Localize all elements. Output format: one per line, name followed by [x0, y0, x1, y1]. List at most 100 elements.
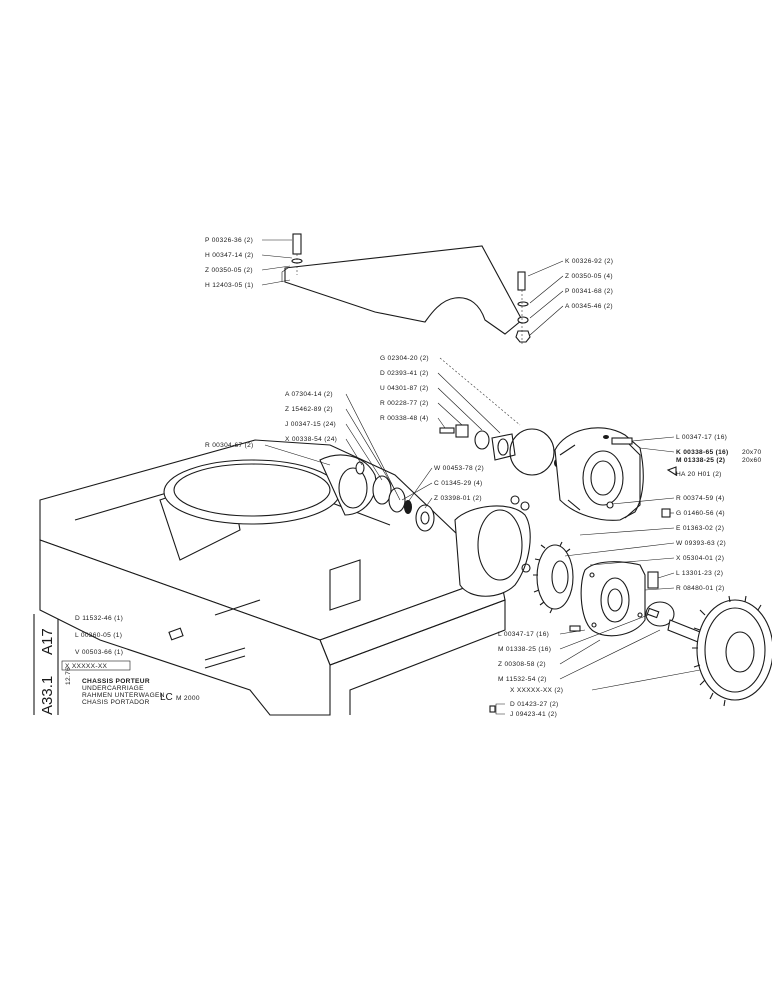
track-frame-bore: [477, 509, 523, 581]
small-washer: [474, 430, 490, 450]
label-cover-left-2: Z 00350-05 (2): [205, 267, 253, 274]
cover-plate-edge: [281, 267, 289, 282]
label-cover-right-1: Z 00350-05 (4): [565, 273, 613, 280]
spline-coupler: [491, 433, 516, 461]
label-bottom-mid-0: L 00347-17 (16): [498, 631, 549, 638]
label-right-mid-1: G 01460-56 (4): [676, 510, 725, 517]
washer-right-1: [517, 301, 529, 307]
hub-face: [600, 577, 630, 623]
bracket-marker-icon: [489, 705, 496, 713]
label-motor: HA 20 H01 (2): [676, 471, 722, 478]
sprocket-outer: [696, 599, 772, 701]
sprocket-inner: [704, 607, 766, 693]
bearing-1: [372, 475, 392, 505]
label-right-mid-0: R 00374-59 (4): [676, 495, 725, 502]
nut-right: [515, 330, 531, 343]
shaft-bearing: [645, 601, 675, 627]
motor-marker-icon: [666, 466, 677, 476]
small-bolt: [439, 427, 455, 434]
frame-left-labels: D 11532-46 (1) L 00360-05 (1) V 00503-66…: [75, 615, 123, 656]
label-cover-left-1: H 00347-14 (2): [205, 252, 254, 259]
motor-flange-teeth: [559, 439, 641, 519]
turntable-outer: [163, 459, 341, 525]
label-hub-upper-0: G 02304-20 (2): [380, 355, 429, 362]
label-right-mid-4: X 05304-01 (2): [676, 555, 724, 562]
cover-right-labels: K 00326-92 (2) Z 00350-05 (4) P 00341-68…: [527, 258, 613, 336]
wheel-hub: [580, 561, 701, 643]
title-block: A17 A33.1 12.76 X XXXXX-XX CHASSIS PORTE…: [33, 614, 200, 715]
bolt-left: [292, 233, 302, 255]
bearing-3: [404, 500, 412, 514]
chassis-slot: [329, 559, 361, 611]
right-mid-labels: R 00374-59 (4) G 01460-56 (4) E 01363-02…: [564, 495, 726, 592]
cover-plate: [284, 245, 523, 335]
hub-collar: [647, 571, 659, 589]
label-frame-left-1: L 00360-05 (1): [75, 632, 122, 639]
label-left-stack-0: A 07304-14 (2): [285, 391, 333, 398]
page-ref-bottom: A33.1: [39, 676, 56, 715]
label-right-mid-6: R 08480-01 (2): [676, 585, 725, 592]
sidebar-date: 12.76: [65, 667, 72, 685]
bearing-4: [415, 504, 435, 532]
label-dim-1: 20x60: [742, 457, 761, 464]
seal-ring: [355, 461, 365, 475]
sprocket-wheel: [692, 595, 772, 707]
washer-right-2: [517, 316, 529, 324]
bracket-icon: [495, 703, 505, 715]
bearing-2: [388, 487, 406, 513]
bolt-right: [517, 271, 526, 291]
page-ref-top: A17: [39, 628, 56, 655]
label-bottom-mid-3: M 11532-54 (2): [498, 676, 547, 683]
label-right-top-0: L 00347-17 (16): [676, 434, 727, 441]
turntable-inner: [173, 463, 331, 517]
label-cover-right-3: A 00345-46 (2): [565, 303, 613, 310]
label-bottom-mid-4: X XXXXX-XX (2): [510, 687, 563, 694]
label-right-top-1: K 00338-65 (16): [676, 449, 729, 456]
fitting-3: [606, 501, 614, 509]
label-cover-left-0: P 00326-36 (2): [205, 237, 253, 244]
label-dim-0: 20x70: [742, 449, 761, 456]
label-hub-upper-2: U 04301-87 (2): [380, 385, 429, 392]
drive-shaft: [667, 619, 701, 643]
marker-square-1: [661, 508, 671, 518]
part-code: X XXXXX-XX: [65, 663, 108, 670]
label-frame-left-2: V 00503-66 (1): [75, 649, 123, 656]
label-left-stack-3: X 00338-54 (24): [285, 436, 337, 443]
label-right-mid-3: W 09393-63 (2): [676, 540, 726, 547]
mid-labels: W 00453-78 (2) C 01345-29 (4) Z 03398-01…: [401, 465, 484, 509]
label-bottom-mid-1: M 01338-25 (16): [498, 646, 551, 653]
model-name: M 2000: [176, 695, 200, 702]
label-right-mid-5: L 13301-23 (2): [676, 570, 723, 577]
hydraulic-motor: [510, 427, 644, 521]
gear-teeth: [533, 541, 571, 614]
chassis-line-2: [204, 647, 246, 661]
title-de: RAHMEN UNTERWAGEN: [82, 692, 165, 699]
chassis-lower-rim: [329, 599, 506, 715]
drive-gear: [521, 541, 574, 614]
label-hub-upper-3: R 00228-77 (2): [380, 400, 429, 407]
hub-housing-bore: [338, 467, 368, 509]
cover-plate-assembly: [281, 233, 531, 345]
label-mid-0: W 00453-78 (2): [434, 465, 484, 472]
label-cover-left-3: H 12403-05 (1): [205, 282, 254, 289]
bottom-mid-labels: L 00347-17 (16) M 01338-25 (16) Z 00308-…: [498, 614, 701, 694]
o-ring: [509, 428, 555, 476]
label-left-stack-2: J 00347-15 (24): [285, 421, 336, 428]
label-mid-2: Z 03398-01 (2): [434, 495, 482, 502]
label-left-stack-1: Z 15462-89 (2): [285, 406, 333, 413]
sprocket-teeth: [692, 595, 762, 707]
label-right-mid-2: E 01363-02 (2): [676, 525, 724, 532]
label-bottom-pair-0: D 01423-27 (2): [510, 701, 559, 708]
gear-ring: [536, 544, 574, 610]
cover-left-labels: P 00326-36 (2) H 00347-14 (2) Z 00350-05…: [205, 237, 293, 289]
label-cover-right-0: K 00326-92 (2): [565, 258, 613, 265]
small-plate: [455, 424, 469, 438]
title-fr: CHASSIS PORTEUR: [82, 678, 150, 685]
bottom-pair-labels: D 01423-27 (2) J 09423-41 (2): [489, 701, 559, 718]
title-en: UNDERCARRIAGE: [82, 685, 144, 692]
part-code-box: [61, 660, 131, 671]
left-bearing-stack: [355, 461, 435, 532]
chassis-line-1: [214, 599, 261, 616]
left-stack-labels: A 07304-14 (2) Z 15462-89 (2) J 00347-15…: [205, 391, 401, 501]
